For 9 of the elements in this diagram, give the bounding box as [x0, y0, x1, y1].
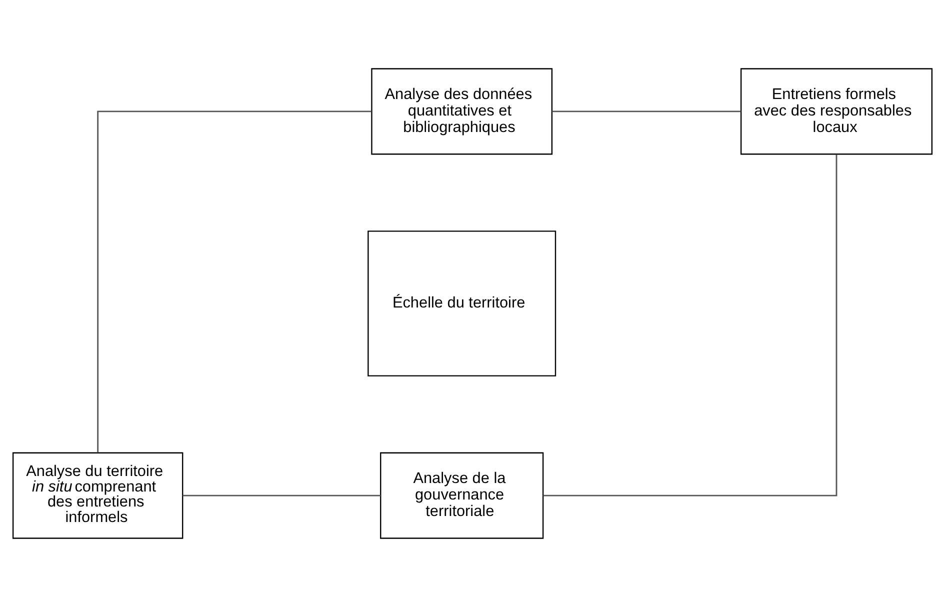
- node-box: Analyse du territoire in situ comprenant des entretiens informels: [12, 452, 184, 538]
- node-box: Analyse des données quantitatives et bibliographiques: [371, 68, 553, 154]
- node-box: Analyse de la gouvernance territoriale: [380, 452, 544, 538]
- node-box: Entretiens formels avec des responsables locaux: [740, 68, 933, 154]
- connector: [543, 154, 838, 496]
- connector: [182, 494, 381, 496]
- connector: [552, 110, 741, 112]
- connector: [97, 110, 372, 452]
- node-box: Échelle du territoire: [368, 230, 556, 376]
